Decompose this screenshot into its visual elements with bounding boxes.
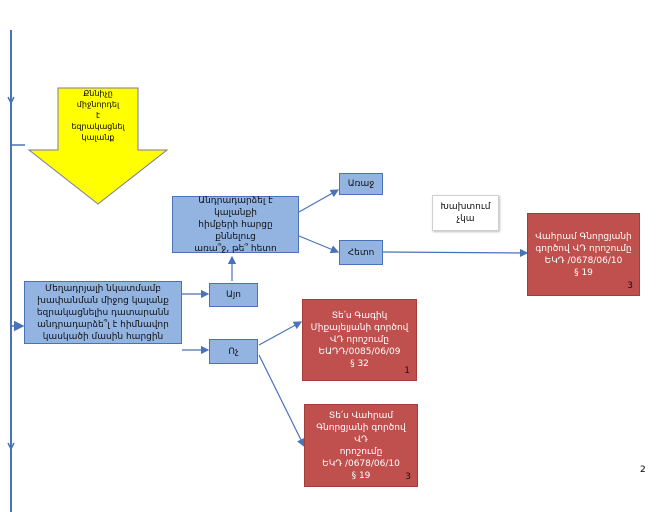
node-after: Հետո <box>339 240 383 265</box>
node-yes: Այո <box>209 283 258 307</box>
node-no-violation: Խախտում չկա <box>432 195 499 231</box>
node-case-3a-text: Տե՛ս Վահրամ Գնորցյանի գործով ՎԴ որոշումը… <box>316 410 406 481</box>
node-case-3a: Տե՛ս Վահրամ Գնորցյանի գործով ՎԴ որոշումը… <box>304 404 418 487</box>
node-question-main: Մեղադրյալի նկատմամբ խափանման միջոց կալան… <box>24 281 182 344</box>
timeline-tick-icon <box>7 96 15 105</box>
node-before: Առաջ <box>339 173 383 195</box>
node-case-3b-number: 3 <box>627 281 633 291</box>
node-case-1-text: Տե՛ս Գագիկ Միքայելյանի գործով ՎԴ որոշում… <box>310 311 409 369</box>
page-number: 2 <box>640 465 646 475</box>
edge-no-case1 <box>258 321 303 346</box>
node-case-1: Տե՛ս Գագիկ Միքայելյանի գործով ՎԴ որոշում… <box>302 299 417 381</box>
node-question-timing: Անդրադարձել է կալանքի հիմքերի հարցը քննե… <box>172 196 299 254</box>
edge-timing-after <box>298 235 340 254</box>
node-case-3b-text: Վահրամ Գնորցյանի գործով ՎԴ որոշումը ԵԿԴ … <box>535 231 632 278</box>
node-case-1-number: 1 <box>404 366 410 376</box>
edge-no-case3a <box>258 354 305 448</box>
node-case-3b: Վահրամ Գնորցյանի գործով ՎԴ որոշումը ԵԿԴ … <box>527 213 640 296</box>
node-no: Ոչ <box>209 339 258 364</box>
edge-after-case3b <box>382 248 529 258</box>
node-case-3a-number: 3 <box>405 472 411 482</box>
yellow-down-arrow <box>27 87 169 205</box>
timeline-tick-icon <box>7 442 15 451</box>
edge-timing-before <box>298 189 340 213</box>
yellow-arrow-label: Քննիչը միջնորդել է եզրակացնել կալանք <box>71 89 125 142</box>
